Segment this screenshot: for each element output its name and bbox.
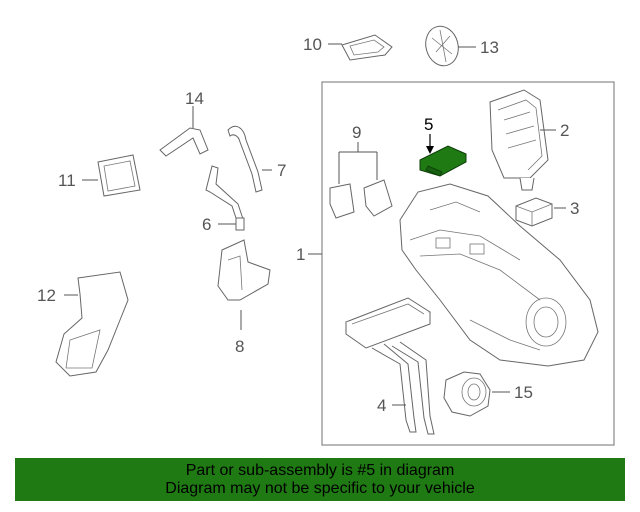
part-5-highlighted (419, 145, 467, 177)
callout-7: 7 (277, 161, 286, 180)
part-8-duct (217, 239, 271, 301)
callout-4: 4 (377, 396, 386, 415)
part-6-tube (205, 165, 245, 231)
part-11-filter (97, 154, 141, 197)
callout-2: 2 (560, 121, 569, 140)
part-10-gasket (341, 34, 393, 61)
part-14-hose (159, 127, 209, 157)
callout-9: 9 (352, 123, 361, 142)
part-15-blower-motor (443, 371, 491, 417)
callout-12: 12 (37, 286, 56, 305)
part-4-heater-core (344, 297, 435, 435)
callout-6: 6 (202, 215, 211, 234)
part-9-actuators (329, 179, 393, 219)
parts-diagram: 10 13 14 11 7 (37, 25, 615, 446)
callout-5: 5 (424, 115, 433, 134)
callout-14: 14 (185, 89, 204, 108)
part-7-tube (227, 125, 263, 193)
callout-3: 3 (570, 199, 579, 218)
callout-1: 1 (296, 245, 305, 264)
callout-13: 13 (480, 38, 499, 57)
callout-10: 10 (303, 35, 322, 54)
notice-banner: Part or sub-assembly is #5 in diagram Di… (15, 458, 625, 501)
callout-11: 11 (58, 171, 76, 190)
notice-line-2: Diagram may not be specific to your vehi… (165, 480, 475, 497)
notice-line-1: Part or sub-assembly is #5 in diagram (185, 462, 455, 479)
part-12-duct (55, 271, 129, 377)
callout-8: 8 (235, 337, 244, 356)
part-2-evaporator (489, 89, 549, 191)
assembly-frame (321, 81, 615, 446)
part-13-filter (425, 25, 459, 67)
part-3-block (515, 197, 553, 227)
callout-15: 15 (514, 383, 533, 402)
part-1-hvac-case (399, 183, 599, 367)
